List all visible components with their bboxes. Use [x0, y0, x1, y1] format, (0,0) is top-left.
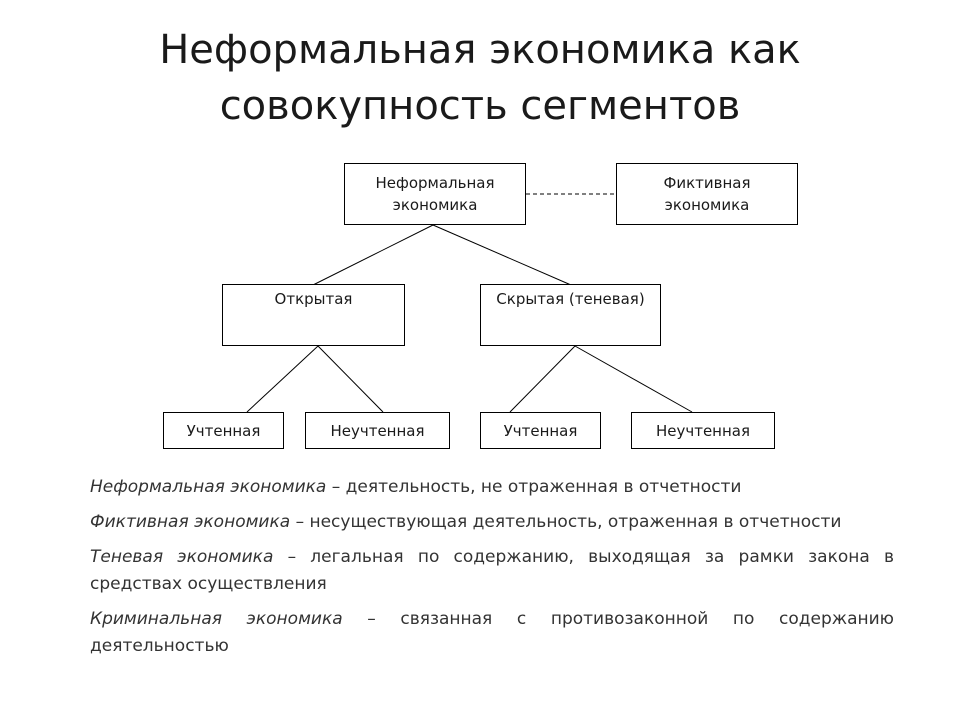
edge-hidden-unaccounted	[574, 345, 693, 413]
node-informal-economy: Неформальная экономика	[344, 163, 526, 225]
edge-root-hidden	[432, 224, 572, 286]
edge-root-open	[312, 224, 434, 286]
definition-term: Криминальная экономика	[90, 609, 343, 629]
node-fictive-economy: Фиктивная экономика	[616, 163, 798, 225]
node-open-accounted: Учтенная	[163, 412, 284, 449]
edge-open-accounted	[246, 345, 319, 413]
definition-text: – несуществующая деятельность, отраженна…	[290, 512, 842, 532]
node-open-accounted-label: Учтенная	[186, 421, 261, 440]
definition-criminal: Криминальная экономика – связанная с про…	[90, 606, 894, 660]
node-hidden-accounted: Учтенная	[480, 412, 601, 449]
node-open-unaccounted-label: Неучтенная	[330, 421, 425, 440]
definition-informal: Неформальная экономика – деятельность, н…	[90, 474, 894, 501]
edge-open-unaccounted	[317, 345, 384, 413]
node-hidden: Скрытая (теневая)	[480, 284, 661, 346]
node-hidden-unaccounted-label: Неучтенная	[655, 421, 751, 440]
definition-term: Фиктивная экономика	[90, 512, 291, 532]
node-informal-line1: Неформальная	[375, 174, 495, 192]
edge-hidden-accounted	[509, 345, 576, 413]
page-title: Неформальная экономика как совокупность …	[0, 22, 960, 134]
definition-shadow: Теневая экономика – легальная по содержа…	[90, 544, 894, 598]
definition-text: – легальная по содержанию, выходящая за …	[90, 547, 894, 594]
title-line-2: совокупность сегментов	[219, 83, 741, 129]
definitions-list: Неформальная экономика – деятельность, н…	[90, 474, 894, 668]
definition-term: Теневая экономика	[90, 547, 274, 567]
title-line-1: Неформальная экономика как	[159, 27, 801, 73]
node-open-label: Открытая	[274, 290, 353, 308]
diagram-connectors	[246, 193, 693, 413]
node-hidden-label: Скрытая (теневая)	[496, 290, 645, 308]
definition-text: – деятельность, не отраженная в отчетнос…	[326, 477, 742, 497]
definition-term: Неформальная экономика	[90, 477, 327, 497]
node-hidden-unaccounted: Неучтенная	[631, 412, 775, 449]
node-informal-line2: экономика	[392, 196, 478, 214]
segments-diagram: Неформальная экономика Фиктивная экономи…	[163, 163, 798, 449]
definition-fictive: Фиктивная экономика – несуществующая дея…	[90, 509, 894, 536]
node-fictive-line1: Фиктивная	[663, 174, 751, 192]
node-hidden-accounted-label: Учтенная	[503, 421, 578, 440]
node-open-unaccounted: Неучтенная	[305, 412, 450, 449]
definition-text: – связанная с противозаконной по содержа…	[90, 609, 894, 656]
node-open: Открытая	[222, 284, 405, 346]
node-fictive-line2: экономика	[664, 196, 750, 214]
